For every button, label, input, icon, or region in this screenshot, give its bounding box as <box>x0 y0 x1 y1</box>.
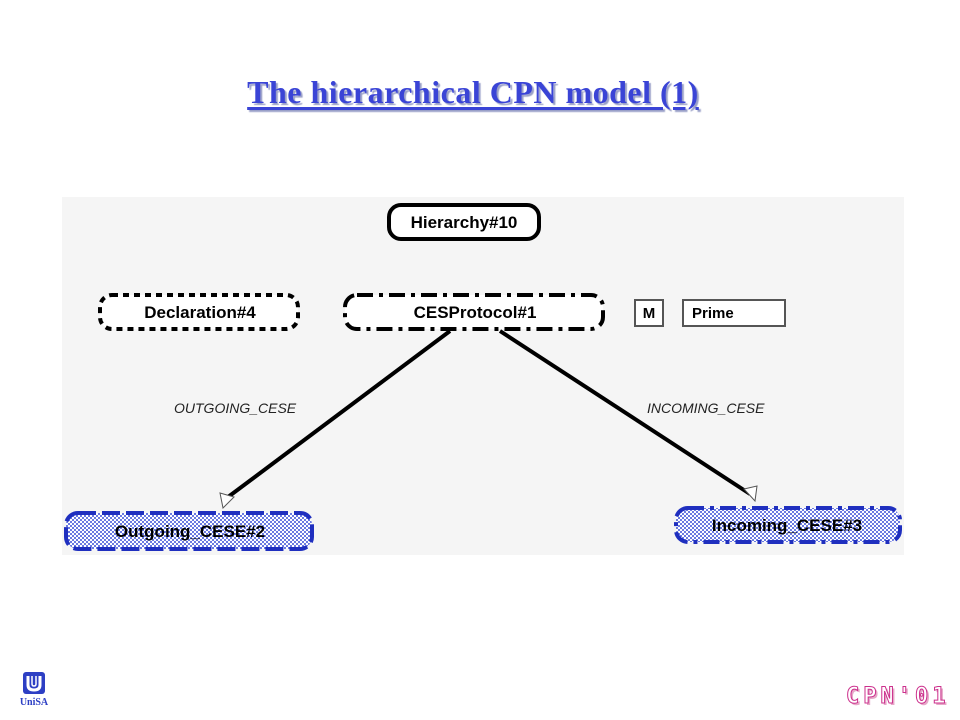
diagram-canvas <box>64 203 902 551</box>
node-hierarchy-outline <box>387 203 541 241</box>
arc-outgoing <box>222 329 452 502</box>
node-declaration[interactable]: Declaration#4 <box>100 295 300 330</box>
unisa-logo-text: UniSA <box>19 697 49 708</box>
mode-tag: M <box>634 299 664 327</box>
arc-incoming <box>498 329 752 496</box>
node-outgoing-cese-label: Outgoing_CESE#2 <box>114 521 266 541</box>
node-ces-protocol-outline <box>343 293 605 331</box>
arc-incoming-arrowhead <box>743 485 758 503</box>
arc-incoming-label: INCOMING_CESE <box>647 400 765 416</box>
node-declaration-outline <box>98 293 300 331</box>
node-ces-protocol[interactable]: CESProtocol#1 <box>345 295 605 330</box>
node-ces-protocol-label: CESProtocol#1 <box>413 302 537 322</box>
node-incoming-cese-label: Incoming_CESE#3 <box>711 515 863 535</box>
node-outgoing-cese[interactable]: Outgoing_CESE#2 <box>66 513 314 550</box>
unisa-logo-icon <box>23 672 45 694</box>
node-incoming-cese[interactable]: Incoming_CESE#3 <box>674 508 900 543</box>
cpn01-badge: CPN'01 <box>845 684 950 710</box>
hierarchy-diagram: Hierarchy#10 Declaration#4 CESProtocol#1… <box>62 197 904 555</box>
node-outgoing-outline <box>64 511 314 551</box>
unisa-logo: UniSA <box>14 672 54 708</box>
node-hierarchy-label: Hierarchy#10 <box>410 212 518 232</box>
node-hierarchy[interactable]: Hierarchy#10 <box>388 205 540 240</box>
node-declaration-label: Declaration#4 <box>144 302 256 322</box>
arc-outgoing-arrowhead <box>219 492 235 510</box>
prime-tag: Prime <box>682 299 786 327</box>
arc-outgoing-label: OUTGOING_CESE <box>174 400 297 416</box>
slide-title: The hierarchical CPN model (1) <box>247 74 699 110</box>
node-incoming-outline <box>674 506 902 544</box>
